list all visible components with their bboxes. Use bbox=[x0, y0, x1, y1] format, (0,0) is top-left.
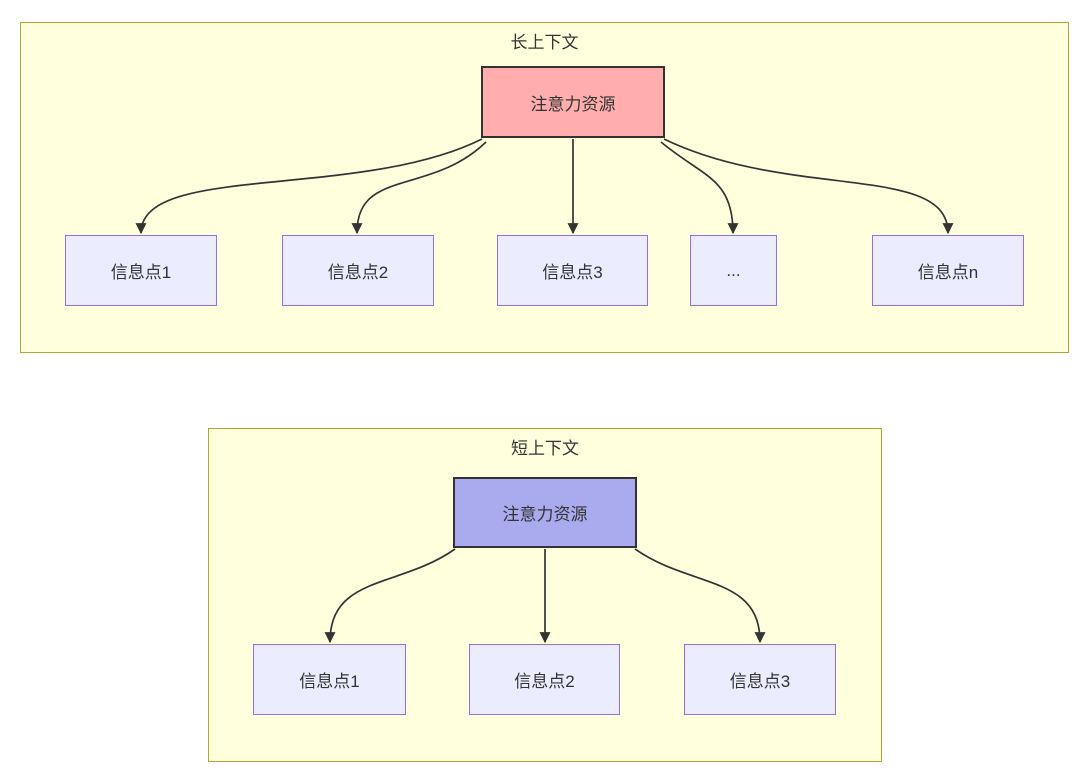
node-attention-resource-short: 注意力资源 bbox=[453, 477, 637, 548]
node-long-ellipsis: ... bbox=[690, 235, 777, 306]
node-short-point-1: 信息点1 bbox=[253, 644, 406, 715]
node-long-point-n: 信息点n bbox=[872, 235, 1024, 306]
panel-long-context-title: 长上下文 bbox=[510, 33, 579, 52]
node-short-point-3: 信息点3 bbox=[684, 644, 836, 715]
node-long-point-3: 信息点3 bbox=[497, 235, 648, 306]
node-long-point-2: 信息点2 bbox=[282, 235, 434, 306]
node-attention-resource-long: 注意力资源 bbox=[481, 66, 665, 138]
panel-short-context-title: 短上下文 bbox=[511, 439, 579, 458]
node-long-point-1: 信息点1 bbox=[65, 235, 217, 306]
node-short-point-2: 信息点2 bbox=[469, 644, 620, 715]
